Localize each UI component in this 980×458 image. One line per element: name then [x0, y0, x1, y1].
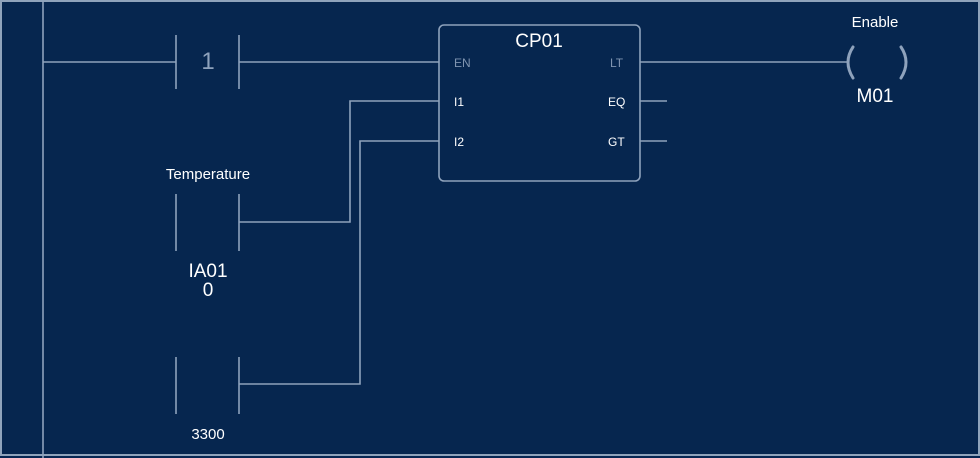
coil-right-bracket	[899, 45, 908, 80]
pin-i1-label: I1	[454, 95, 465, 109]
pin-lt-label: LT	[610, 56, 624, 70]
contact-1-value: 1	[201, 48, 215, 75]
i1-input-wire	[239, 100, 439, 223]
coil-label: Enable	[851, 14, 899, 31]
function-block-cp01	[438, 24, 641, 182]
function-block-title: CP01	[515, 31, 563, 52]
pin-i2-label: I2	[454, 135, 465, 149]
temperature-label: Temperature	[165, 166, 251, 183]
temperature-address: IA01	[188, 261, 228, 282]
constant-value: 3300	[191, 426, 225, 443]
pin-eq-label: EQ	[608, 95, 626, 109]
pin-gt-label: GT	[608, 135, 625, 149]
coil-left-bracket	[846, 45, 855, 80]
pin-en-label: EN	[454, 56, 471, 70]
i2-input-wire	[239, 140, 439, 385]
coil-address: M01	[856, 86, 894, 107]
temperature-value: 0	[202, 280, 214, 301]
